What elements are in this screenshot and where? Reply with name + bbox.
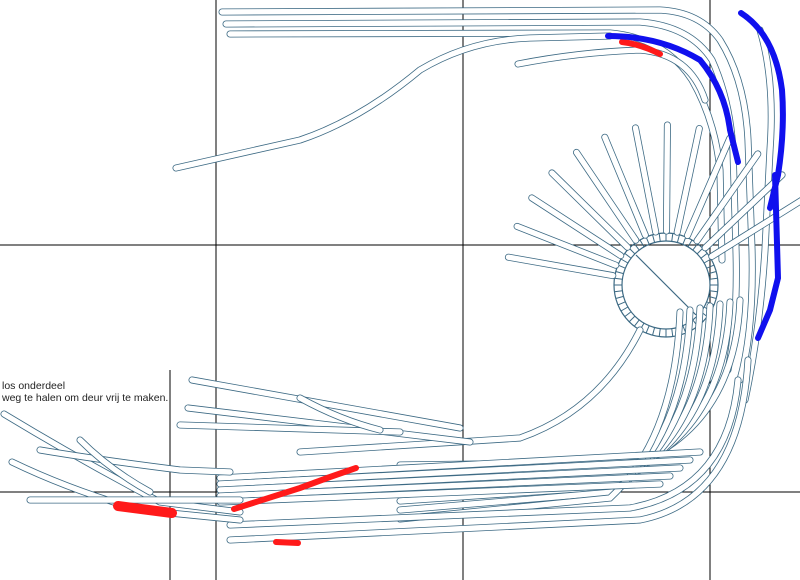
top-siding-1 — [218, 6, 756, 384]
left-track-4-inner — [77, 437, 153, 495]
left-track-3-inner — [37, 447, 233, 475]
fan-track-12-inner — [709, 198, 800, 260]
fan-track-10-inner — [694, 151, 761, 244]
fan-track-8-inner — [674, 125, 702, 235]
turntable-tick — [709, 290, 718, 293]
turntable-tick — [639, 239, 645, 248]
turntable-tick — [708, 295, 717, 299]
yard-track-2-inner — [185, 405, 473, 445]
turntable-tick — [617, 301, 626, 306]
yard-track-1-inner — [189, 377, 463, 431]
top-siding-3-inner — [227, 30, 725, 263]
turntable-tick — [615, 271, 624, 275]
turntable-tick — [696, 247, 704, 255]
annotation-line-2: weg te halen om deur vrij te maken. — [2, 392, 169, 404]
annotation-line-1: los onderdeel — [2, 380, 66, 392]
yard-main-0-inner — [217, 449, 703, 481]
fan-track-2-inner — [529, 195, 624, 259]
lower-yard-tracks — [176, 376, 704, 506]
s-curve-branch — [172, 32, 614, 172]
turntable-tick — [624, 311, 632, 318]
turntable-tick — [652, 234, 656, 243]
turntable-tick — [676, 234, 680, 243]
lower-loop-inner-inner — [227, 377, 741, 528]
top-siding-4-inner — [515, 47, 708, 103]
fan-track-0-inner — [505, 254, 616, 279]
turntable-with-fan-tracks — [504, 121, 800, 338]
yard-main-1-inner — [217, 457, 693, 487]
turntable-tick — [671, 328, 674, 337]
red-mark-bottom — [273, 539, 301, 546]
turntable-tick — [652, 327, 656, 336]
turntable-tick — [620, 258, 629, 264]
top-siding-3 — [226, 29, 726, 264]
turntable-tick — [615, 295, 624, 299]
turntable-tick — [700, 252, 708, 259]
turntable-tick — [703, 258, 712, 264]
lower-loop-outer-inner — [227, 357, 751, 543]
fan-track-11-inner — [702, 172, 785, 251]
fan-track-5-inner — [602, 134, 648, 238]
fan-track-4-inner — [573, 149, 639, 243]
highlight-marks — [113, 10, 786, 546]
right-curve-6-inner — [397, 309, 683, 522]
turntable-tick — [658, 233, 661, 242]
fan-track-3-inner — [549, 170, 631, 250]
turntable-tick — [620, 306, 629, 312]
fan-track-6-inner — [632, 125, 659, 235]
red-mark-yard — [231, 465, 359, 512]
turntable-tick — [709, 277, 718, 280]
top-siding-2-inner — [223, 19, 740, 373]
turntable-tick — [633, 243, 640, 251]
turntable-tick — [687, 239, 693, 248]
turntable-tick — [628, 315, 636, 323]
fan-track-9-inner — [684, 135, 733, 239]
top-siding-1-inner — [219, 7, 755, 383]
annotation-note: los onderdeel weg te halen om deur vrij … — [2, 380, 168, 404]
fan-track-1-inner — [514, 223, 619, 268]
turntable-tick — [671, 233, 674, 242]
turntable-tick — [624, 252, 632, 259]
turntable-lead-inner — [297, 327, 643, 455]
top-siding-2 — [222, 18, 740, 374]
turntable-tick — [658, 328, 661, 337]
turntable-tick — [645, 325, 650, 334]
blue-mark-inner — [605, 33, 741, 165]
turntable-tick — [692, 243, 699, 251]
turntable-tick — [614, 277, 623, 280]
red-mark-left — [113, 501, 177, 518]
turntable-tick — [614, 290, 623, 293]
outer-right-track-inner — [742, 27, 774, 403]
yard-main-4-inner — [217, 481, 663, 505]
turntable-bridge — [635, 254, 697, 316]
yard-crossover-inner — [297, 395, 383, 433]
turntable-tick — [706, 264, 715, 269]
yard-track-3-inner — [177, 422, 403, 435]
blue-mark-outer — [738, 10, 786, 341]
fan-track-7-inner — [663, 122, 671, 234]
turntable-tick — [633, 319, 640, 327]
turntable-tick — [708, 271, 717, 275]
red-mark-top — [619, 39, 663, 57]
s-curve-track-inner — [173, 33, 613, 171]
